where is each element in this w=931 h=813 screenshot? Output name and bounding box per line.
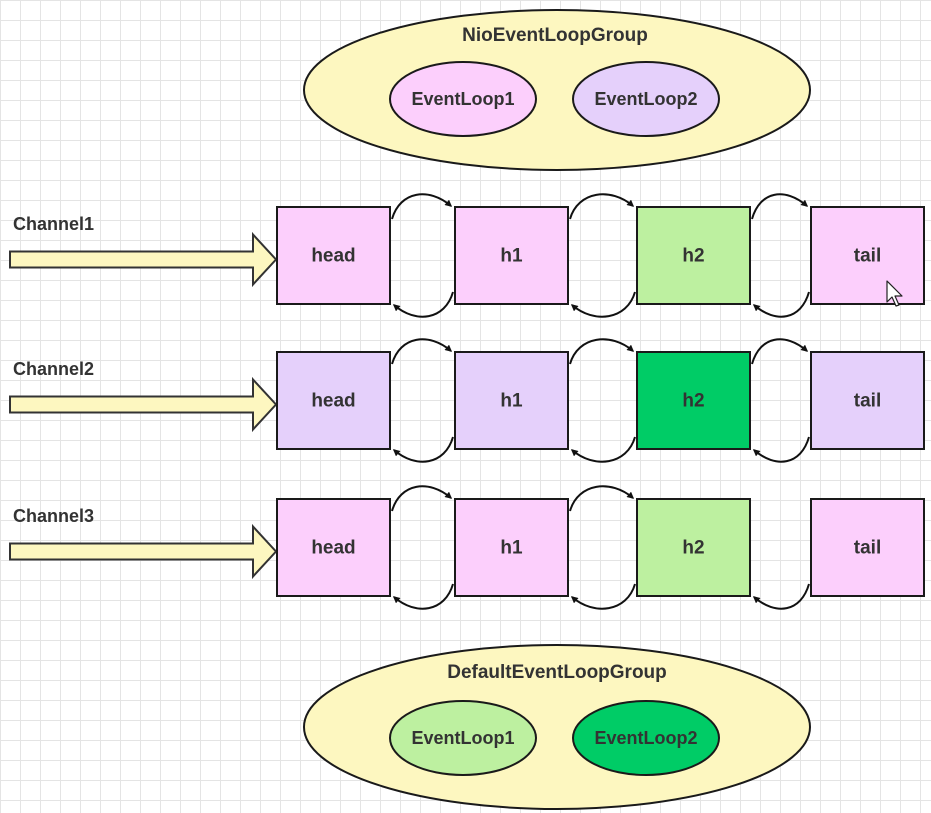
default-group-label: DefaultEventLoopGroup	[447, 662, 667, 683]
channel-row-3: Channel3 head h1 h2 tail	[9, 485, 925, 610]
backward-arrow	[392, 436, 454, 463]
default-event-loop-group: DefaultEventLoopGroup EventLoop1 EventLo…	[303, 644, 811, 810]
handler-label: h2	[682, 538, 704, 559]
default-event-loop-1	[389, 700, 537, 776]
forward-arrow	[751, 338, 809, 365]
channel-label: Channel2	[13, 359, 94, 379]
channel-label: Channel3	[13, 506, 94, 526]
handler-label: h2	[682, 391, 704, 412]
channel-row-1: Channel1 head h1 h2 tail	[9, 193, 925, 318]
backward-arrow	[392, 291, 454, 318]
handler-box-h2	[636, 498, 751, 597]
handler-label: tail	[854, 391, 881, 412]
nio-group-label: NioEventLoopGroup	[462, 25, 648, 46]
handler-box-h2	[636, 206, 751, 305]
forward-arrow	[569, 338, 635, 365]
backward-arrow	[570, 291, 636, 318]
backward-arrow	[392, 583, 454, 610]
nio-event-loop-1-label: EventLoop1	[411, 89, 514, 109]
channel-arrow	[9, 231, 278, 288]
handler-label: head	[311, 538, 355, 559]
forward-arrow	[569, 485, 635, 512]
handler-box-h1	[454, 206, 569, 305]
backward-arrow	[570, 583, 636, 610]
handler-label: tail	[854, 246, 881, 267]
handler-label: head	[311, 246, 355, 267]
handler-box-h1	[454, 351, 569, 450]
handler-box-head	[276, 206, 391, 305]
handler-label: h1	[500, 538, 523, 559]
handler-box-h2	[636, 351, 751, 450]
handler-box-head	[276, 498, 391, 597]
handler-box-tail	[810, 206, 925, 305]
nio-event-loop-1	[389, 61, 537, 137]
mouse-cursor-icon	[886, 280, 903, 307]
handler-label: h1	[500, 391, 523, 412]
nio-event-loop-2	[572, 61, 720, 137]
handler-label: head	[311, 391, 355, 412]
forward-arrow	[751, 193, 809, 220]
default-event-loop-2	[572, 700, 720, 776]
handler-box-tail	[810, 498, 925, 597]
channel-arrow	[9, 376, 278, 433]
nio-event-loop-2-label: EventLoop2	[594, 89, 697, 109]
default-event-loop-1-label: EventLoop1	[411, 728, 514, 748]
forward-arrow	[569, 193, 635, 220]
backward-arrow	[570, 436, 636, 463]
handler-box-head	[276, 351, 391, 450]
handler-box-tail	[810, 351, 925, 450]
channel-row-2: Channel2 head h1 h2 tail	[9, 338, 925, 463]
handler-label: h2	[682, 246, 704, 267]
channel-label: Channel1	[13, 214, 94, 234]
default-event-loop-2-label: EventLoop2	[594, 728, 697, 748]
handler-box-h1	[454, 498, 569, 597]
backward-arrow	[752, 291, 810, 318]
backward-arrow	[752, 436, 810, 463]
backward-arrow	[752, 583, 810, 610]
forward-arrow	[391, 193, 453, 220]
nio-event-loop-group: NioEventLoopGroup EventLoop1 EventLoop2	[303, 9, 811, 171]
handler-label: tail	[854, 538, 881, 559]
forward-arrow	[391, 485, 453, 512]
forward-arrow	[391, 338, 453, 365]
channel-arrow	[9, 523, 278, 580]
handler-label: h1	[500, 246, 523, 267]
